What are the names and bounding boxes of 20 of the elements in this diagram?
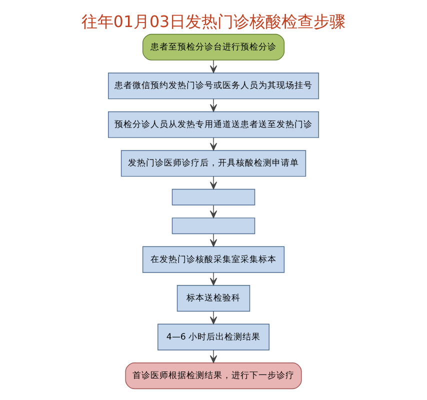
node-box: 预检分诊人员从发热专用通道送患者送至发热门诊: [108, 111, 319, 138]
node-box: [172, 188, 256, 206]
node-box: 4—6 小时后出检测结果: [158, 324, 270, 350]
node-box: 发热门诊医师诊疗后，开具核酸检测申请单: [120, 150, 306, 177]
arrow: [210, 60, 218, 74]
node-box: 首诊医师根据检测结果，进行下一步诊疗: [125, 362, 302, 390]
node-box: 在发热门诊核酸采集室采集标本: [142, 246, 285, 273]
node-box: 标本送检验科: [176, 285, 250, 312]
arrow: [210, 350, 218, 364]
arrow: [210, 98, 218, 112]
arrow: [210, 272, 218, 286]
arrow: [210, 204, 218, 218]
arrow: [210, 137, 218, 151]
arrow: [210, 310, 218, 324]
node-box: 患者至预检分诊台进行预检分诊: [142, 34, 285, 60]
arrow: [210, 234, 218, 247]
node-box: 患者微信预约发热门诊号或医务人员为其现场挂号: [108, 72, 319, 100]
arrow: [210, 176, 218, 190]
diagram-title: 往年01月03日发热门诊核酸检查步骤: [81, 12, 346, 31]
node-box: [172, 218, 256, 234]
